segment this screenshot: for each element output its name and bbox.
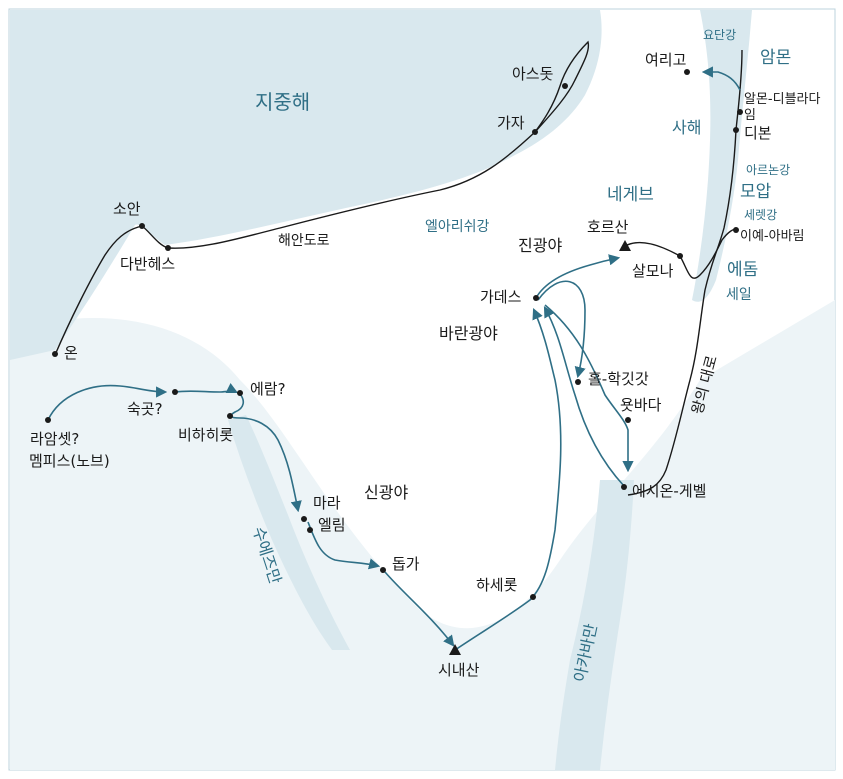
label-jordan-river: 요단강 [703, 28, 737, 42]
dot-hor-haggidgad [575, 379, 581, 385]
dot-on [52, 351, 58, 357]
triangle-mount-hor [619, 240, 631, 251]
dot-zalmonah [677, 253, 683, 259]
exodus-route [47, 66, 741, 651]
dot-jericho [684, 69, 690, 75]
dot-ezion-geber [621, 484, 627, 490]
label-mount-hor: 호르산 [587, 218, 629, 236]
label-dead-sea: 사해 [672, 118, 702, 137]
label-negev: 네게브 [607, 185, 654, 205]
coastal-road [54, 40, 590, 356]
label-zalmonah: 살모나 [632, 262, 674, 280]
label-succoth: 숙곳? [127, 400, 163, 418]
label-wilderness-zin: 진광야 [518, 236, 563, 255]
label-moab: 모압 [740, 182, 772, 202]
dot-iye-abarim [733, 227, 739, 233]
label-jericho: 여리고 [645, 51, 687, 69]
label-sinai: 시내산 [438, 661, 480, 679]
dot-pi-hahiroth [227, 413, 233, 419]
mediterranean-sea [10, 10, 602, 360]
dot-almon-diblathaim [737, 109, 743, 115]
label-marah: 마라 [313, 494, 341, 512]
label-seir: 세일 [726, 287, 752, 303]
label-dophkah: 돕가 [392, 555, 420, 573]
label-wadi-el-arish: 엘아리쉬강 [425, 219, 490, 235]
dot-tahpanhes [165, 245, 171, 251]
label-iye-abarim: 이예-아바림 [740, 229, 805, 244]
label-jotbathah: 욧바다 [620, 396, 662, 414]
mount-hor-road [624, 228, 737, 279]
label-elim: 엘림 [318, 516, 346, 534]
label-kadesh: 가데스 [480, 288, 522, 306]
dot-rameses [45, 417, 51, 423]
label-etham: 에람? [250, 380, 286, 398]
dot-etham [237, 390, 243, 396]
label-ezion-geber: 에시온-게벨 [632, 482, 707, 500]
dot-succoth [172, 389, 178, 395]
label-zoan: 소안 [113, 200, 141, 218]
label-mediterranean: 지중해 [255, 90, 311, 114]
label-tahpanhes: 다반헤스 [120, 255, 176, 273]
label-on: 온 [64, 344, 78, 362]
dot-gaza [532, 129, 538, 135]
dot-hazeroth [530, 594, 536, 600]
label-hor-haggidgad: 홀-학깃갓 [588, 370, 649, 388]
label-wilderness-paran: 바란광야 [439, 324, 498, 343]
label-edom: 에돔 [727, 260, 759, 280]
label-wilderness-sin: 신광야 [364, 483, 409, 502]
label-dibon: 디본 [744, 124, 772, 142]
dot-marah [301, 516, 307, 522]
gulf-of-suez [228, 415, 350, 650]
label-ammon: 암몬 [760, 48, 792, 68]
dot-kadesh [533, 295, 539, 301]
dot-dibon [733, 127, 739, 133]
label-arnon-river: 아르논강 [746, 163, 791, 177]
dot-dophkah [380, 567, 386, 573]
land-wash [10, 300, 835, 770]
label-pi-hahiroth: 비하히롯 [178, 426, 234, 444]
label-zered-river: 세렛강 [744, 208, 778, 222]
label-hazeroth: 하세롯 [476, 576, 518, 594]
label-almon-diblathaim: 알몬-디블라다임 [744, 92, 821, 124]
place-markers [45, 69, 743, 655]
dot-zoan [139, 223, 145, 229]
label-ashdod: 아스돗 [512, 65, 554, 83]
label-rameses: 라암셋? [30, 430, 80, 448]
label-gaza: 가자 [497, 114, 525, 132]
gulf-of-aqaba [555, 480, 634, 770]
dot-jotbathah [625, 417, 631, 423]
dead-sea [692, 10, 752, 302]
label-coastal-road: 해안도로 [278, 233, 330, 249]
label-memphis: 멤피스(노브) [29, 452, 110, 470]
dot-ashdod [562, 83, 568, 89]
dot-elim [307, 527, 313, 533]
triangle-sinai [449, 644, 461, 655]
